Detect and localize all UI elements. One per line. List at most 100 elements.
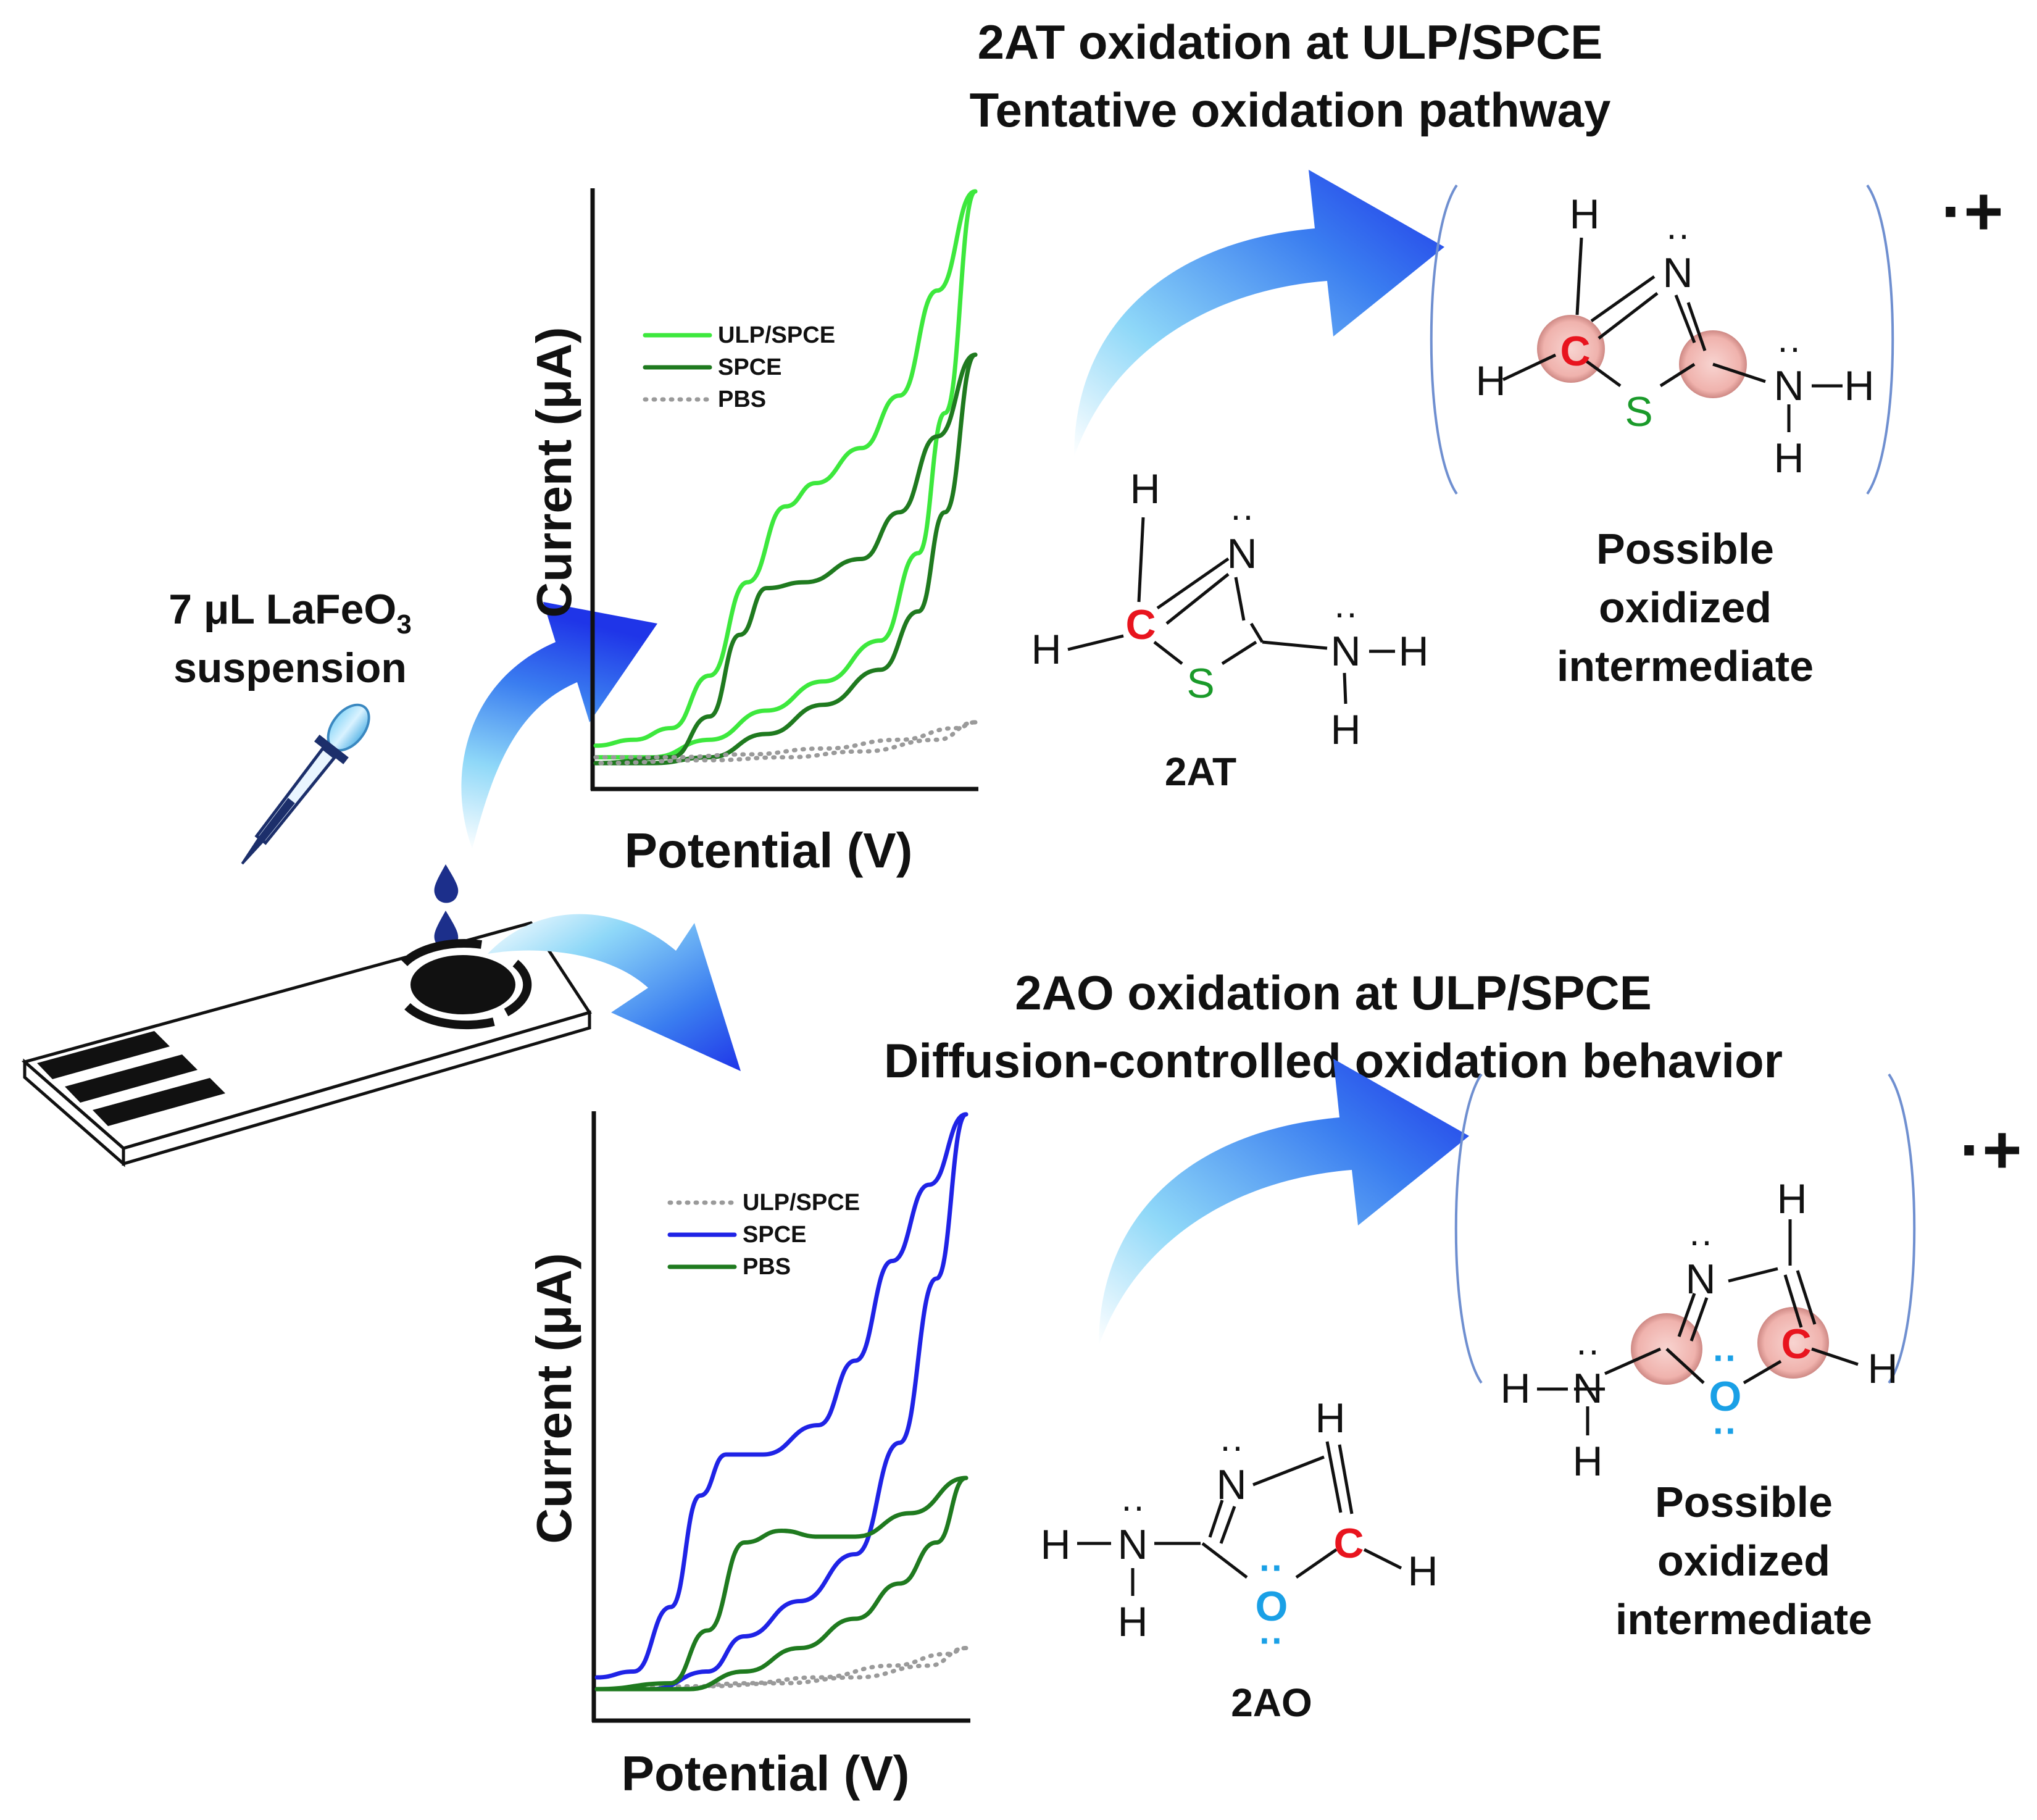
highlight-carbon	[1757, 1307, 1829, 1379]
cv-curve-pbs-reverse	[593, 720, 978, 766]
molecule-2ao: H N ·· C H O ·· ·· N ·· H H 2AO	[1040, 1395, 1438, 1725]
drop-icon	[434, 864, 459, 903]
atom-h: H	[1117, 1598, 1148, 1645]
intermediate-label-line2: oxidized	[1599, 583, 1772, 632]
intermediate-2at: ·+ H N ·· C H S N ·· H H Possible oxidiz…	[1430, 173, 2004, 690]
intermediate-label-line1: Possible	[1655, 1478, 1833, 1526]
bracket-left	[1454, 1073, 1483, 1384]
lone-pair: ··	[1219, 1426, 1244, 1467]
atom-h: H	[1475, 357, 1506, 404]
bracket-left	[1430, 184, 1458, 495]
lone-pair: ··	[1713, 1410, 1738, 1451]
chart-x-label: Potential (V)	[625, 823, 913, 878]
top-title-line1: 2AT oxidation at ULP/SPCE	[978, 15, 1603, 69]
intermediate-label-line3: intermediate	[1557, 642, 1814, 690]
atom-h: H	[1844, 362, 1874, 409]
atom-h: H	[1031, 626, 1061, 673]
highlight-carbon	[1537, 315, 1605, 383]
molecule-name: 2AT	[1165, 749, 1236, 794]
lone-pair: ··	[1259, 1620, 1284, 1661]
lone-pair: ··	[1713, 1337, 1738, 1379]
lone-pair: ··	[1575, 1329, 1600, 1371]
legend-label: SPCE	[743, 1222, 806, 1248]
cv-curve-pbs-forward	[593, 720, 978, 760]
arrow-to-bottom-chart	[488, 914, 741, 1071]
cv-curve-spce-reverse	[593, 353, 978, 766]
atom-h: H	[1040, 1521, 1070, 1568]
intermediate-label-line3: intermediate	[1615, 1595, 1872, 1643]
atom-h: H	[1777, 1175, 1807, 1222]
lone-pair: ··	[1665, 214, 1690, 255]
lone-pair: ··	[1230, 495, 1254, 536]
arrow-to-top-chart	[461, 602, 657, 849]
cv-curve-spce-forward	[594, 1112, 969, 1680]
atom-s: S	[1186, 660, 1214, 707]
radical-cation-charge: ·+	[1941, 173, 2004, 249]
cv-curve-ulp-spce-reverse	[593, 189, 978, 760]
electrode-label-line2: suspension	[173, 645, 407, 691]
chart-y-label: Current (μA)	[527, 1253, 581, 1543]
lone-pair: ··	[1688, 1220, 1713, 1261]
top-title-line2: Tentative oxidation pathway	[970, 83, 1611, 137]
legend-label: ULP/SPCE	[743, 1190, 860, 1216]
atom-h: H	[1315, 1395, 1345, 1442]
atom-h: H	[1773, 435, 1804, 482]
cv-curve-ulp-spce-reverse	[594, 1646, 969, 1692]
lone-pair: ··	[1259, 1547, 1284, 1588]
atom-h: H	[1500, 1365, 1530, 1412]
atom-n: N	[1227, 530, 1257, 577]
atom-c: C	[1125, 601, 1156, 648]
lone-pair: ··	[1120, 1485, 1145, 1527]
intermediate-label-line2: oxidized	[1657, 1537, 1830, 1585]
bracket-right	[1888, 1073, 1916, 1384]
atom-n: N	[1773, 362, 1804, 409]
radical-cation-charge: ·+	[1960, 1112, 2022, 1188]
molecule-name: 2AO	[1231, 1680, 1312, 1725]
bottom-title-line1: 2AO oxidation at ULP/SPCE	[1015, 966, 1651, 1020]
legend-label: PBS	[743, 1254, 791, 1280]
atom-h: H	[1330, 706, 1360, 753]
atom-h: H	[1398, 628, 1428, 675]
arrow-top-oxidation	[1074, 170, 1444, 457]
intermediate-2ao: ·+ H N ·· C H O ·· ·· N ·· H H Possible	[1454, 1073, 2022, 1643]
bracket-right	[1866, 184, 1894, 495]
atom-n: N	[1572, 1365, 1602, 1412]
screen-printed-electrode	[21, 921, 592, 1167]
atom-h: H	[1867, 1345, 1897, 1392]
atom-h: H	[1130, 465, 1160, 512]
atom-h: H	[1407, 1548, 1438, 1595]
atom-n: N	[1117, 1521, 1148, 1568]
cv-chart-2ao: ULP/SPCE SPCE PBS Potential (V) Current (μ…	[527, 1111, 970, 1801]
lone-pair: ··	[1777, 327, 1801, 368]
intermediate-label-line1: Possible	[1596, 525, 1774, 573]
cv-curve-spce-reverse	[594, 1112, 969, 1692]
atom-s: S	[1625, 388, 1652, 435]
atom-o: O	[1256, 1583, 1288, 1630]
bottom-title-line2: Diffusion-controlled oxidation behavior	[884, 1033, 1783, 1088]
molecule-2at: H N ·· C H S N ·· H H 2AT	[1031, 465, 1428, 794]
atom-n: N	[1330, 628, 1360, 675]
atom-c: C	[1560, 328, 1590, 375]
electrode-label-line1: 7 μL LaFeO3	[169, 586, 412, 640]
atom-c: C	[1781, 1321, 1811, 1367]
atom-c: C	[1333, 1520, 1364, 1567]
lone-pair: ··	[1333, 592, 1358, 633]
atom-n: N	[1216, 1461, 1246, 1508]
drop-icon	[434, 911, 459, 950]
atom-n: N	[1685, 1256, 1715, 1303]
legend-label: SPCE	[718, 354, 781, 380]
atom-h: H	[1569, 191, 1599, 238]
legend-label: PBS	[718, 386, 766, 412]
atom-o: O	[1709, 1373, 1742, 1420]
cv-curve-pbs-reverse	[594, 1476, 969, 1692]
cv-curve-spce-forward	[593, 353, 978, 766]
pipette-dropper-icon	[241, 703, 370, 865]
arrow-bottom-oxidation	[1099, 1059, 1469, 1346]
chart-y-label: Current (μA)	[527, 327, 581, 617]
atom-h: H	[1572, 1438, 1602, 1485]
chart-x-label: Potential (V)	[622, 1746, 910, 1801]
cv-curve-pbs-forward	[594, 1476, 969, 1692]
cv-curve-ulp-spce-forward	[593, 189, 978, 748]
